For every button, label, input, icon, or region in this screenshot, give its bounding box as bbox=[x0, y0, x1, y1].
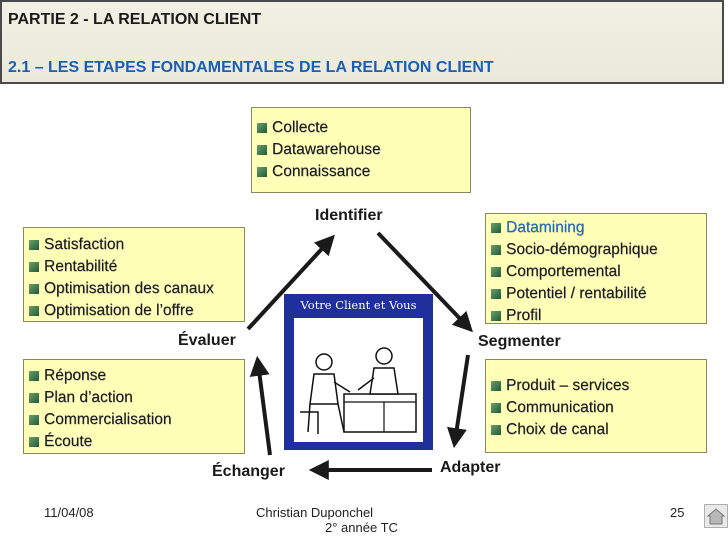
list-item: Connaissance bbox=[257, 161, 470, 183]
bullet-icon bbox=[29, 393, 39, 403]
slide-header: PARTIE 2 - LA RELATION CLIENT 2.1 – LES … bbox=[0, 0, 724, 84]
list-item: Optimisation des canaux bbox=[29, 278, 244, 300]
arrow-segmenter-to-adapter bbox=[447, 354, 470, 449]
bullet-icon bbox=[29, 306, 39, 316]
list-item: Datawarehouse bbox=[257, 139, 470, 161]
bullet-icon bbox=[29, 262, 39, 272]
list-item: Satisfaction bbox=[29, 234, 244, 256]
list-item: Produit – services bbox=[491, 375, 706, 397]
bullet-icon bbox=[29, 415, 39, 425]
list-item: Choix de canal bbox=[491, 419, 706, 441]
bullet-icon bbox=[491, 403, 501, 413]
label-segmenter: Segmenter bbox=[478, 333, 561, 350]
list-item: Datamining bbox=[491, 217, 706, 239]
footer-page-number: 25 bbox=[670, 505, 685, 520]
list-item: Commercialisation bbox=[29, 409, 244, 431]
bullet-icon bbox=[257, 123, 267, 133]
label-adapter: Adapter bbox=[440, 459, 501, 476]
arrow-echanger-to-evaluer bbox=[249, 355, 272, 456]
section-title: PARTIE 2 - LA RELATION CLIENT bbox=[8, 11, 262, 28]
label-evaluer: Évaluer bbox=[178, 332, 236, 349]
footer-class: 2° année TC bbox=[325, 520, 398, 535]
list-item: Rentabilité bbox=[29, 256, 244, 278]
box-identifier-items: Collecte Datawarehouse Connaissance bbox=[251, 107, 471, 193]
home-icon[interactable] bbox=[704, 504, 728, 528]
list-item: Potentiel / rentabilité bbox=[491, 283, 706, 305]
list-item: Plan d’action bbox=[29, 387, 244, 409]
list-item: Optimisation de l’offre bbox=[29, 300, 244, 322]
bullet-icon bbox=[257, 145, 267, 155]
list-item: Collecte bbox=[257, 117, 470, 139]
bullet-icon bbox=[29, 437, 39, 447]
bullet-icon bbox=[29, 284, 39, 294]
bullet-icon bbox=[491, 245, 501, 255]
label-echanger: Échanger bbox=[212, 463, 285, 480]
list-item: Communication bbox=[491, 397, 706, 419]
bullet-icon bbox=[257, 167, 267, 177]
bullet-icon bbox=[491, 223, 501, 233]
list-item: Socio-démographique bbox=[491, 239, 706, 261]
list-item: Réponse bbox=[29, 365, 244, 387]
poster-title: Votre Client et Vous bbox=[300, 298, 417, 312]
box-adapter-items: Produit – services Communication Choix d… bbox=[485, 359, 707, 453]
bullet-icon bbox=[491, 289, 501, 299]
bullet-icon bbox=[491, 381, 501, 391]
list-item: Écoute bbox=[29, 431, 244, 453]
bullet-icon bbox=[491, 267, 501, 277]
box-echanger-items: Réponse Plan d’action Commercialisation … bbox=[23, 359, 245, 454]
list-item: Comportemental bbox=[491, 261, 706, 283]
footer-date: 11/04/08 bbox=[44, 505, 94, 520]
bullet-icon bbox=[29, 240, 39, 250]
box-segmenter-items: Datamining Socio-démographique Comportem… bbox=[485, 213, 707, 324]
box-evaluer-items: Satisfaction Rentabilité Optimisation de… bbox=[23, 227, 245, 322]
bullet-icon bbox=[491, 425, 501, 435]
client-poster-illustration: Votre Client et Vous bbox=[284, 294, 433, 450]
list-item: Profil bbox=[491, 305, 706, 327]
cartoon-meeting-icon bbox=[294, 318, 423, 442]
footer-author: Christian Duponchel bbox=[256, 505, 374, 520]
bullet-icon bbox=[491, 311, 501, 321]
house-icon bbox=[706, 508, 726, 525]
subsection-title: 2.1 – LES ETAPES FONDAMENTALES DE LA REL… bbox=[8, 59, 494, 76]
label-identifier: Identifier bbox=[315, 207, 383, 224]
bullet-icon bbox=[29, 371, 39, 381]
